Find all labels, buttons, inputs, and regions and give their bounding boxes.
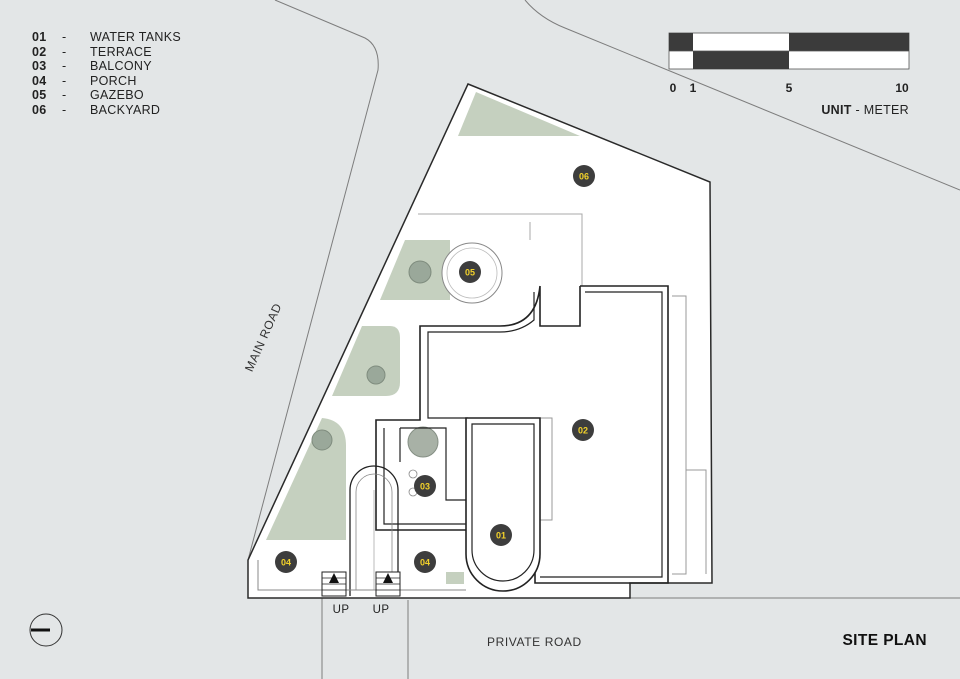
stairs-left <box>321 571 347 597</box>
water-tank-inner <box>471 423 535 582</box>
legend-row: 02- TERRACE <box>32 45 181 60</box>
legend-label: TERRACE <box>90 44 152 59</box>
scale-bar <box>668 32 910 70</box>
building-wall-inner <box>383 291 663 578</box>
svg-text:05: 05 <box>465 268 475 278</box>
legend-separator: - <box>62 88 67 103</box>
terrace-ledge <box>540 417 553 521</box>
tree-icon <box>407 426 439 458</box>
legend-row: 05- GAZEBO <box>32 88 181 103</box>
legend-separator: - <box>62 73 67 88</box>
legend-number: 06 <box>32 102 47 117</box>
tag-porch-right: 04 <box>414 551 436 573</box>
legend-number: 02 <box>32 44 47 59</box>
tag-gazebo: 05 <box>459 261 481 283</box>
scale-tick-0: 0 <box>669 81 677 95</box>
up-arrow-icon <box>329 573 339 583</box>
legend-separator: - <box>62 44 67 59</box>
water-tank-outer <box>465 417 541 592</box>
legend-row: 06- BACKYARD <box>32 103 181 118</box>
balcony-chair <box>408 469 418 479</box>
gazebo-inner <box>446 247 498 299</box>
private-road-label: PRIVATE ROAD <box>487 635 582 649</box>
svg-text:02: 02 <box>578 426 588 436</box>
stairs-right <box>375 571 401 597</box>
unit-label-bold: UNIT <box>821 103 852 117</box>
garden-small <box>446 572 464 584</box>
svg-text:04: 04 <box>420 558 430 568</box>
scale-tick-5: 5 <box>785 81 793 95</box>
tree-icon <box>408 260 432 284</box>
up-arrow-icon <box>383 573 393 583</box>
stairs-up-label-right: UP <box>372 604 390 616</box>
legend-separator: - <box>62 30 67 44</box>
tag-terrace: 02 <box>572 419 594 441</box>
porch-arch-inner <box>355 473 393 590</box>
unit-label-rest: - METER <box>851 103 909 117</box>
road-edge-left <box>247 0 379 561</box>
tree-icon <box>311 429 333 451</box>
svg-text:01: 01 <box>496 531 506 541</box>
legend-label: GAZEBO <box>90 88 144 103</box>
legend-row: 04- PORCH <box>32 74 181 89</box>
tree-icon <box>366 365 386 385</box>
svg-text:06: 06 <box>579 172 589 182</box>
legend-label: WATER TANKS <box>90 30 182 44</box>
legend-row: 03- BALCONY <box>32 59 181 74</box>
legend-separator: - <box>62 102 67 117</box>
legend-label: BALCONY <box>90 59 152 74</box>
tag-water-tanks: 01 <box>490 524 512 546</box>
legend-separator: - <box>62 59 67 74</box>
unit-label: UNIT - METER <box>821 103 909 117</box>
legend-number: 01 <box>32 30 47 44</box>
legend-label: BACKYARD <box>90 102 161 117</box>
drawing-title: SITE PLAN <box>842 632 927 649</box>
tag-balcony: 03 <box>414 475 436 497</box>
porch-arch <box>349 465 399 596</box>
plot-boundary <box>247 83 713 599</box>
legend-row: 01 - WATER TANKS <box>32 30 181 45</box>
north-arrow-icon <box>29 613 63 647</box>
balcony-walls <box>399 427 468 501</box>
tag-porch-left: 04 <box>275 551 297 573</box>
svg-text:04: 04 <box>281 558 291 568</box>
legend: 01-WATER TANKS 02-TERRACE 03-BALCONY 04-… <box>32 30 181 118</box>
right-annex <box>672 295 707 575</box>
legend-number: 04 <box>32 73 47 88</box>
svg-text:03: 03 <box>420 482 430 492</box>
tag-backyard: 06 <box>573 165 595 187</box>
legend-number: 05 <box>32 88 47 103</box>
legend-number: 03 <box>32 59 47 74</box>
legend-label: PORCH <box>90 73 137 88</box>
road-edge-right <box>524 0 960 191</box>
stairs-up-label-left: UP <box>332 604 350 616</box>
scale-tick-10: 10 <box>895 81 909 95</box>
scale-tick-1: 1 <box>689 81 697 95</box>
upper-inner-outline <box>418 213 583 286</box>
garden-backyard <box>458 92 580 136</box>
